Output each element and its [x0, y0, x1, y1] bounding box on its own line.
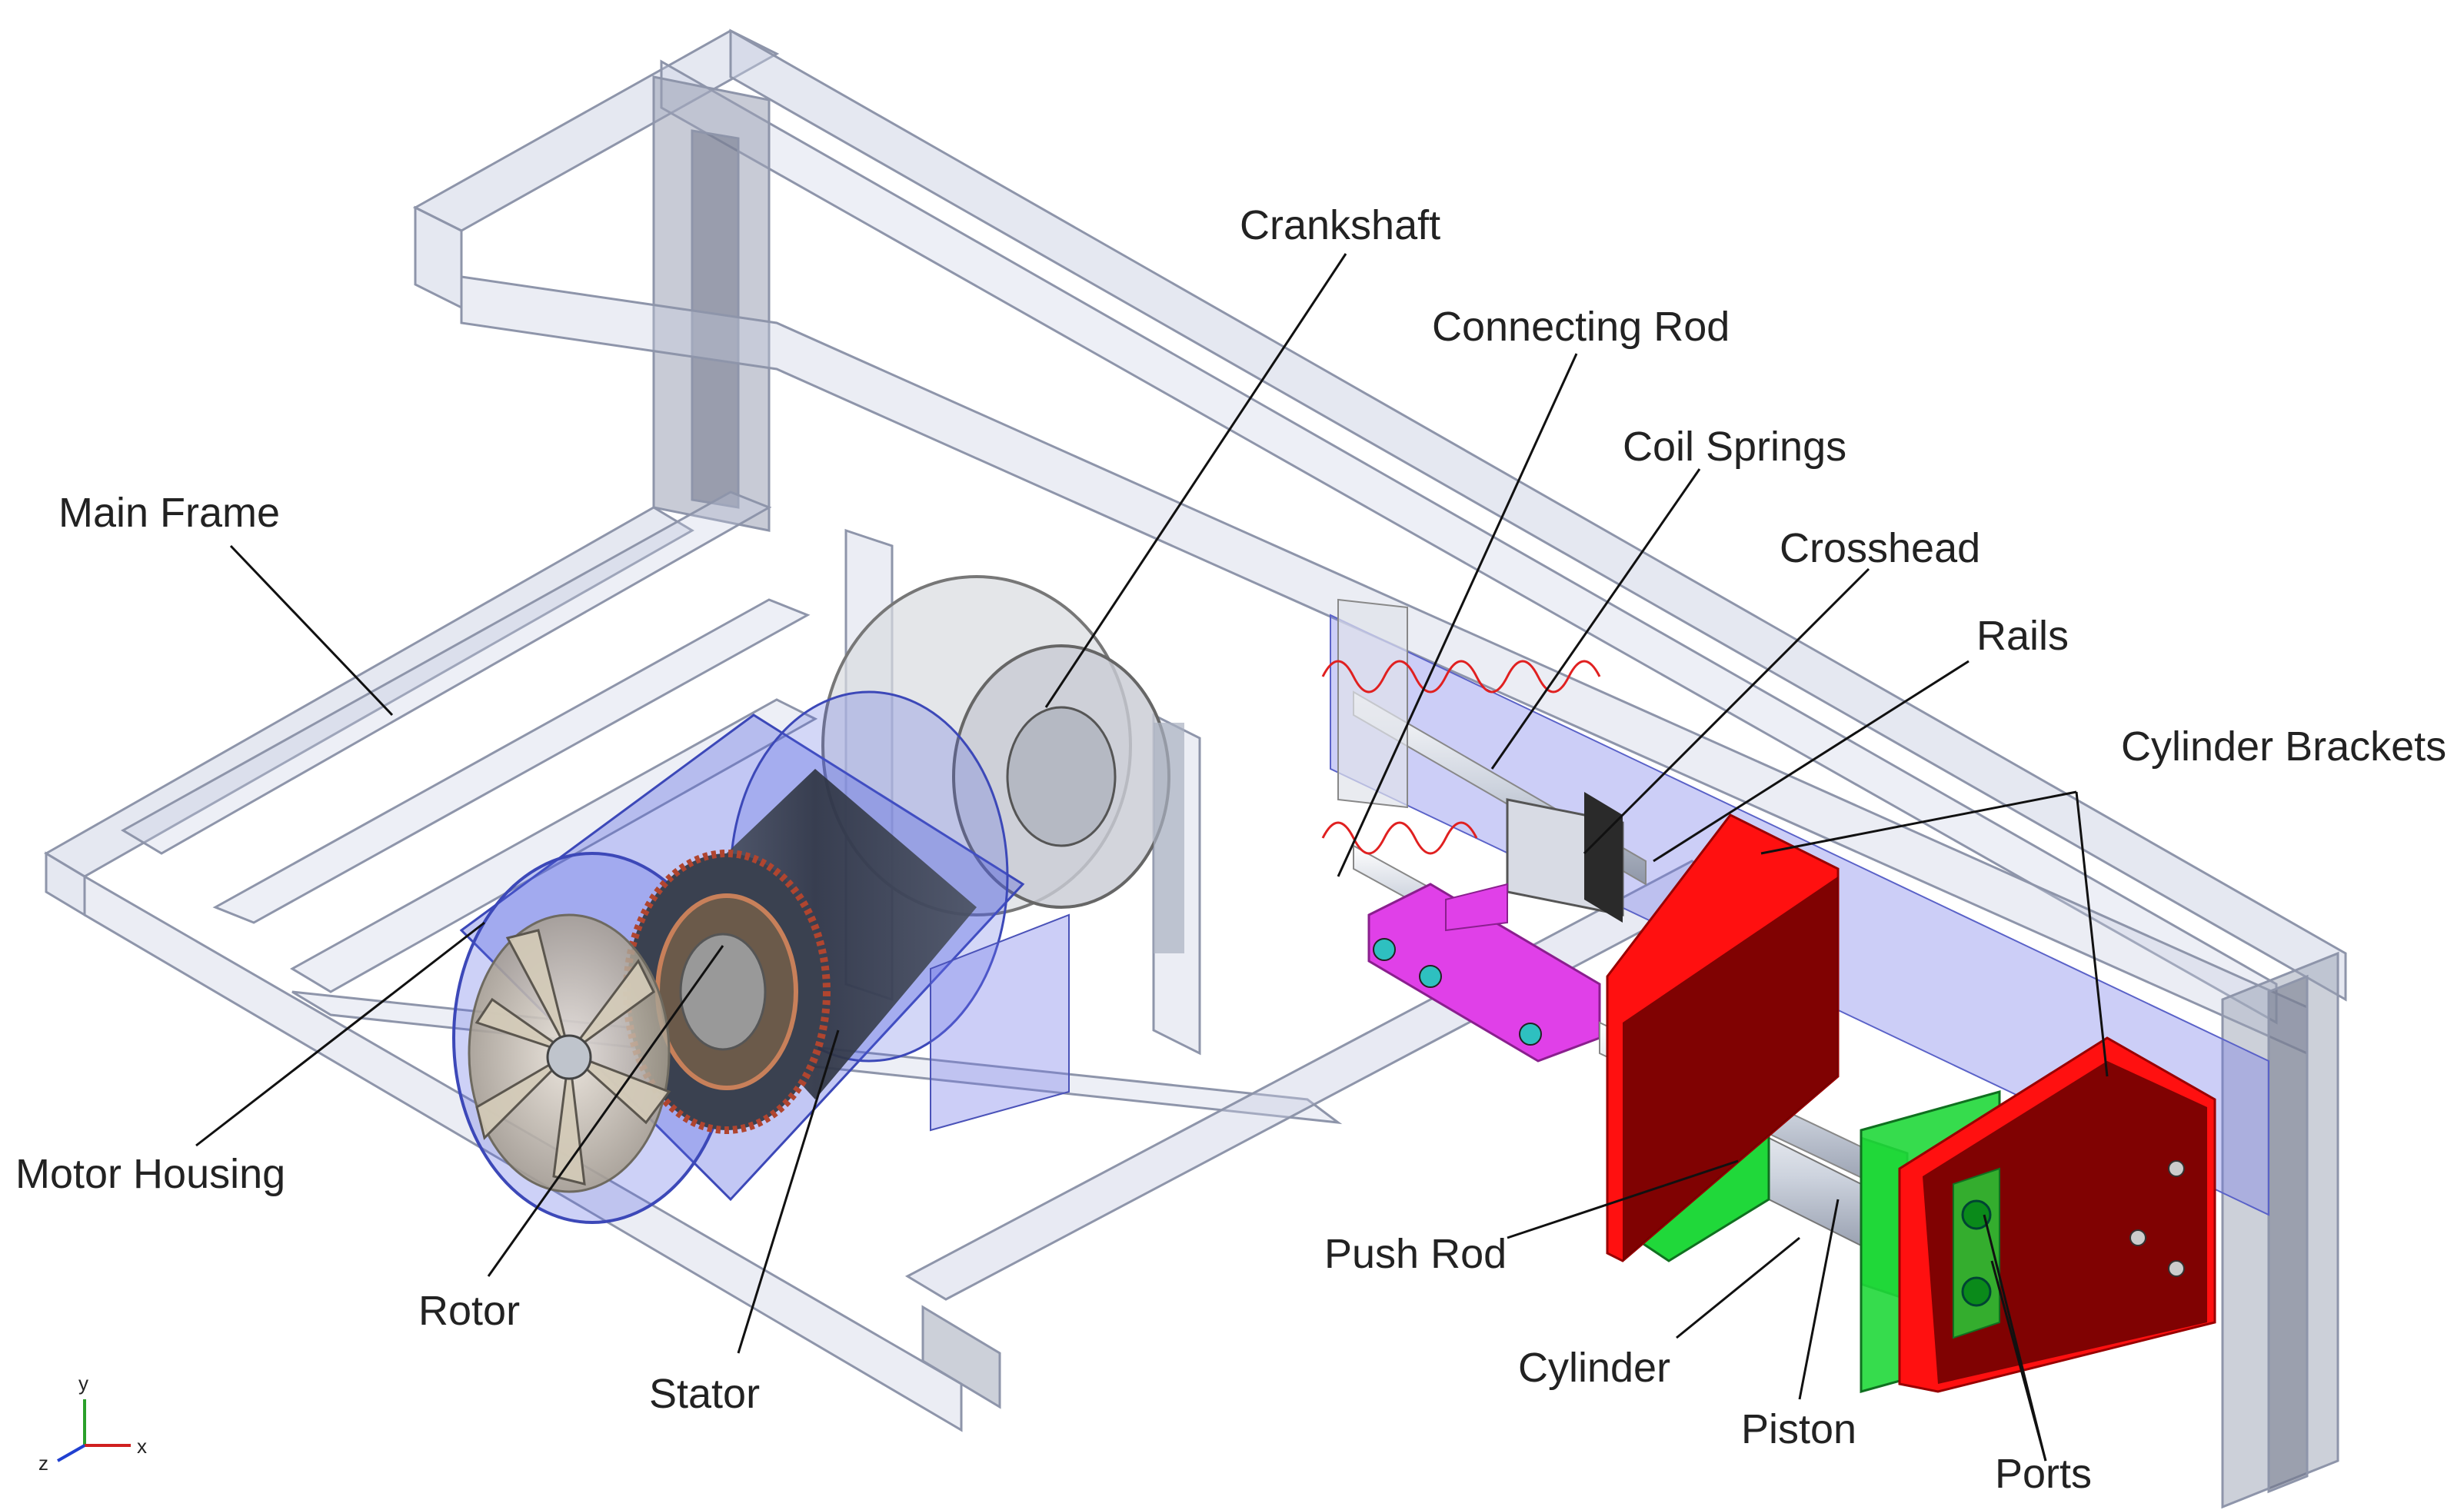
label-crankshaft: Crankshaft [1240, 202, 1441, 248]
axis-triad: y x z [38, 1372, 147, 1475]
label-rails: Rails [1976, 613, 2069, 659]
port-upper [1961, 1199, 1992, 1230]
axis-x-label: x [137, 1435, 147, 1458]
axis-z-label: z [38, 1452, 48, 1475]
axis-y-label: y [78, 1372, 88, 1395]
label-connecting-rod: Connecting Rod [1432, 304, 1730, 350]
label-push-rod: Push Rod [1324, 1231, 1507, 1277]
label-ports: Ports [1995, 1451, 2093, 1497]
cylinder-brackets [1606, 813, 2216, 1393]
label-main-frame: Main Frame [58, 490, 281, 536]
motor [452, 690, 1070, 1224]
crosshead [1506, 792, 1624, 923]
label-cylinder: Cylinder [1518, 1345, 1671, 1391]
label-cylinder-brackets: Cylinder Brackets [2121, 723, 2447, 770]
crankshaft-assembly [821, 575, 1184, 953]
coil-springs [1321, 660, 1601, 855]
port-lower [1961, 1276, 1992, 1307]
label-stator: Stator [649, 1371, 761, 1417]
label-rotor: Rotor [418, 1288, 521, 1334]
label-coil-springs: Coil Springs [1623, 424, 1847, 470]
leader-lines [195, 253, 2109, 1462]
label-motor-housing: Motor Housing [15, 1151, 286, 1197]
label-crosshead: Crosshead [1780, 525, 1981, 571]
label-piston: Piston [1741, 1406, 1857, 1452]
